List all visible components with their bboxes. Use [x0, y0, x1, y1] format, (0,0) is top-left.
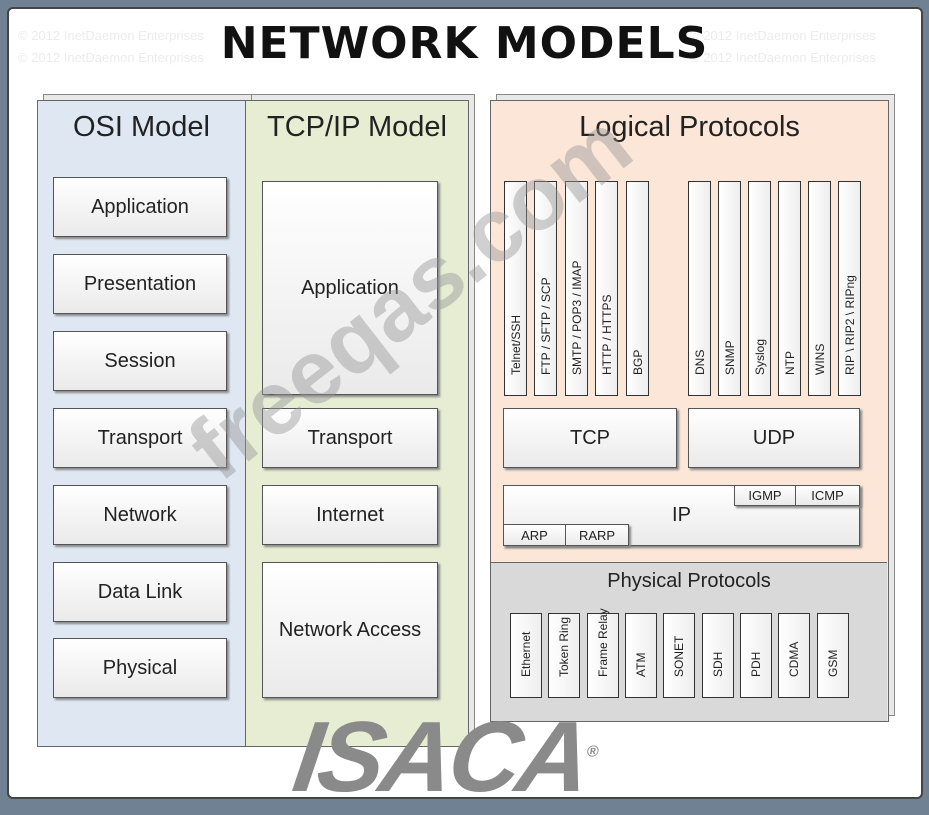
tcpip-layer-transport: Transport — [262, 408, 438, 468]
tcp-app-protocol: BGP — [626, 181, 649, 396]
tcpip-title: TCP/IP Model — [267, 111, 447, 143]
osi-layer: Application — [53, 177, 227, 237]
protocol-label: HTTP / HTTPS — [599, 294, 614, 375]
tcp-app-protocol: Telnet/SSH — [504, 181, 527, 396]
protocol-label: DNS — [692, 349, 707, 375]
logo-text: ISACA — [287, 701, 595, 813]
tcpip-layer-application: Application — [262, 181, 438, 395]
osi-layer: Physical — [53, 638, 227, 698]
physical-title: Physical Protocols — [607, 570, 771, 592]
copyright-watermark: © 2012 InetDaemon Enterprises — [18, 28, 204, 43]
physical-protocol: Frame Relay — [587, 608, 619, 698]
protocol-label: Ethernet — [519, 631, 533, 677]
protocol-label: SNMP — [722, 340, 737, 375]
page-title: NETWORK MODELS — [220, 18, 709, 69]
protocol-label: Syslog — [752, 338, 767, 375]
physical-protocol: SDH — [702, 613, 734, 698]
protocol-label: SDH — [711, 651, 725, 677]
udp-app-protocol: SNMP — [718, 181, 741, 396]
udp-app-protocol: NTP — [778, 181, 801, 396]
tcp-box: TCP — [503, 408, 677, 468]
osi-layer: Network — [53, 485, 227, 545]
copyright-watermark: © 2012 InetDaemon Enterprises — [690, 28, 876, 43]
tcp-app-protocol: SMTP / POP3 / IMAP — [565, 181, 588, 396]
protocol-label: PDH — [749, 651, 763, 677]
copyright-watermark: © 2012 InetDaemon Enterprises — [690, 50, 876, 65]
protocol-label: GSM — [826, 649, 840, 677]
protocol-label: CDMA — [787, 641, 801, 677]
udp-app-protocol: WINS — [808, 181, 831, 396]
physical-protocol: GSM — [817, 613, 849, 698]
protocol-label: SMTP / POP3 / IMAP — [569, 260, 584, 375]
protocol-label: WINS — [812, 343, 827, 375]
physical-protocol: PDH — [740, 613, 772, 698]
osi-layer: Transport — [53, 408, 227, 468]
udp-app-protocol: Syslog — [748, 181, 771, 396]
tcp-app-protocol: HTTP / HTTPS — [595, 181, 618, 396]
protocol-label: Telnet/SSH — [508, 314, 523, 375]
igmp-box: IGMP — [734, 485, 796, 506]
tcp-app-protocol: FTP / SFTP / SCP — [534, 181, 557, 396]
protocol-label: Frame Relay — [596, 608, 610, 677]
logical-title: Logical Protocols — [579, 111, 800, 143]
isaca-logo: ISACA® — [287, 700, 602, 815]
udp-app-protocol: RIP \ RIP2 \ RIPng — [838, 181, 861, 396]
protocol-label: FTP / SFTP / SCP — [538, 277, 553, 375]
osi-layer: Session — [53, 331, 227, 391]
physical-protocol: ATM — [625, 613, 657, 698]
udp-box: UDP — [688, 408, 860, 468]
protocol-label: NTP — [782, 351, 797, 375]
protocol-label: Token Ring — [557, 616, 571, 677]
physical-protocol: CDMA — [778, 613, 810, 698]
osi-title: OSI Model — [73, 111, 210, 143]
arp-box: ARP — [503, 524, 566, 546]
copyright-watermark: © 2012 InetDaemon Enterprises — [18, 50, 204, 65]
tcpip-layer-network-access: Network Access — [262, 562, 438, 698]
physical-protocol: Ethernet — [510, 613, 542, 698]
physical-protocol: SONET — [663, 613, 695, 698]
physical-protocol: Token Ring — [548, 613, 580, 698]
osi-layer: Presentation — [53, 254, 227, 314]
rarp-box: RARP — [565, 524, 629, 546]
protocol-label: SONET — [672, 635, 686, 677]
tcpip-layer-internet: Internet — [262, 485, 438, 545]
protocol-label: RIP \ RIP2 \ RIPng — [842, 275, 857, 375]
udp-app-protocol: DNS — [688, 181, 711, 396]
icmp-box: ICMP — [795, 485, 860, 506]
protocol-label: BGP — [630, 349, 645, 375]
protocol-label: ATM — [634, 652, 648, 677]
osi-layer: Data Link — [53, 562, 227, 622]
